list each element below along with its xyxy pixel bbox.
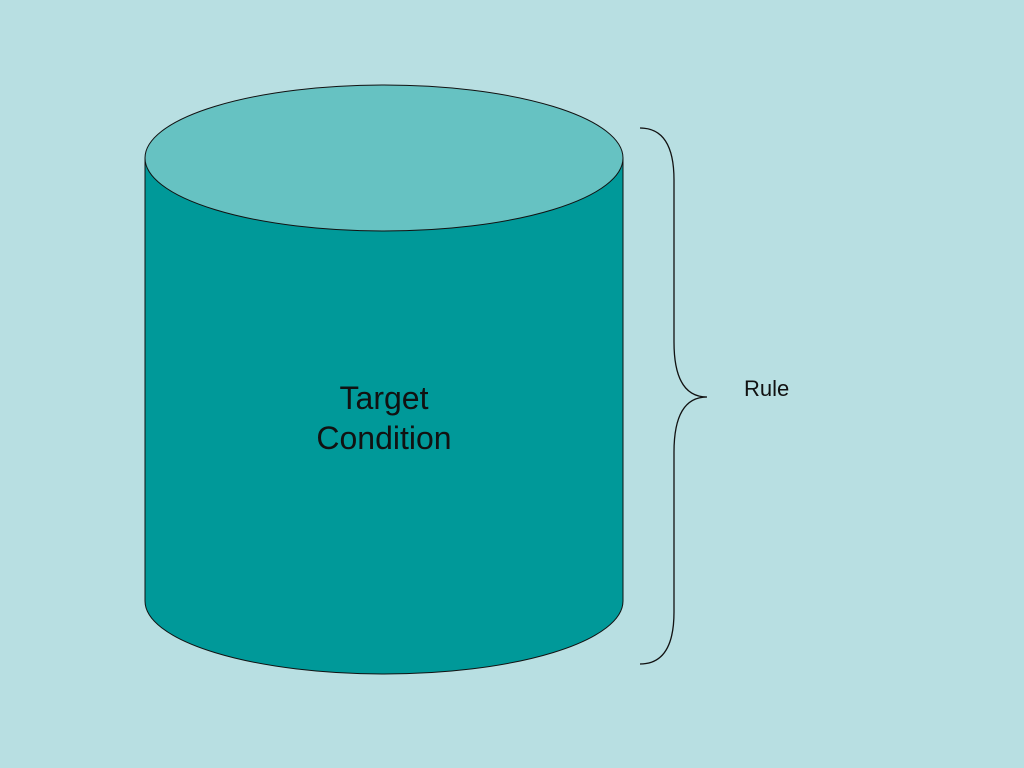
cylinder-label-line2: Condition [316, 420, 452, 456]
cylinder-body [144, 157, 624, 675]
curly-brace [639, 127, 708, 665]
cylinder-label: Target Condition [234, 378, 534, 458]
cylinder-label-line1: Target [339, 380, 429, 416]
cylinder-top [144, 84, 624, 232]
rule-label: Rule [744, 376, 790, 401]
